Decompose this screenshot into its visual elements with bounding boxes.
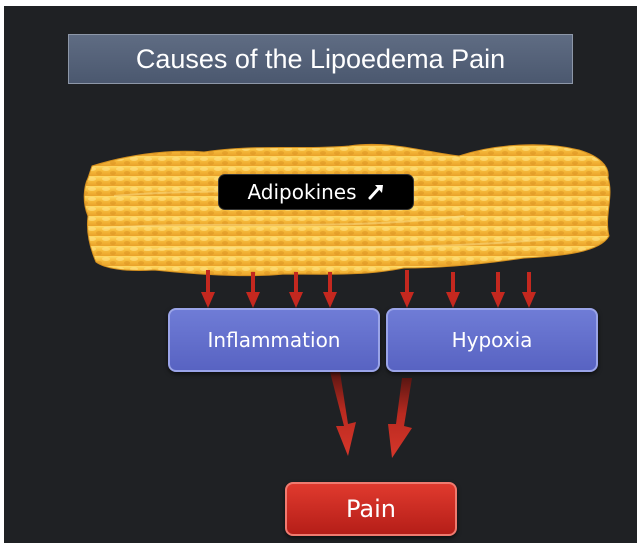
fat-tissue-image xyxy=(84,144,610,275)
large-arrow-down-icon xyxy=(388,378,412,458)
large-arrow-down-icon xyxy=(330,372,356,456)
adipokines-label: Adipokines xyxy=(218,174,414,210)
arrow-down-icon xyxy=(289,272,303,308)
arrow-up-icon xyxy=(365,182,385,202)
arrow-down-icon xyxy=(491,272,505,308)
arrow-down-icon xyxy=(323,272,337,308)
arrows-to-hypoxia xyxy=(400,270,536,308)
arrow-down-icon xyxy=(201,270,215,308)
arrow-down-icon xyxy=(246,272,260,308)
adipokines-text: Adipokines xyxy=(247,180,356,204)
inflammation-node: Inflammation xyxy=(168,308,380,372)
arrow-down-icon xyxy=(522,272,536,308)
hypoxia-node: Hypoxia xyxy=(386,308,598,372)
pain-node: Pain xyxy=(285,482,457,536)
arrows-to-inflammation xyxy=(201,270,337,308)
arrow-down-icon xyxy=(446,272,460,308)
diagram-canvas xyxy=(4,6,637,543)
arrows-to-pain xyxy=(330,372,412,458)
slide: Causes of the Lipoedema Pain xyxy=(4,6,637,543)
arrow-down-icon xyxy=(400,270,414,308)
